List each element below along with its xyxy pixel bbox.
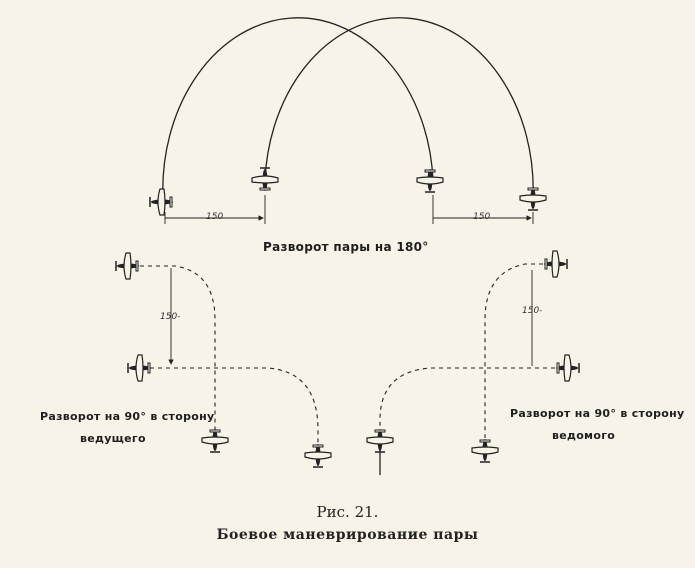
left-maneuver-title: Разворот на 90° в сторону [40,410,215,423]
plane-icon [127,354,152,382]
plane-icon [304,443,332,468]
figure-number: Рис. 21. [316,503,379,521]
distance-label-left-90: 150- [160,312,181,322]
plane-icon [543,250,568,278]
plane-icon [471,438,499,463]
figure-caption: Боевое маневрирование пары [216,527,479,543]
right-maneuver-subtitle: ведомого [552,429,616,442]
plane-icon [251,167,279,192]
distance-label-right: 150 [473,212,491,222]
plane-icon [149,188,174,216]
left-maneuver-subtitle: ведущего [80,432,146,445]
plane-icon [555,354,580,382]
plane-icon [416,168,444,193]
distance-label-left: 150 [206,212,224,222]
leader-180-arc [162,17,434,201]
right-maneuver-title: Разворот на 90° в сторону [510,407,685,420]
wingman-right-path [379,263,555,438]
distance-label-right-90: 150- [522,306,543,316]
plane-icon [201,428,229,453]
leader-left-path [140,265,319,445]
distance-line [164,195,534,224]
plane-icon [519,186,547,211]
plane-icon [366,428,394,453]
top-maneuver-title: Разворот пары на 180° [263,240,429,254]
wingman-180-arc [264,17,534,201]
plane-icon [115,252,140,280]
